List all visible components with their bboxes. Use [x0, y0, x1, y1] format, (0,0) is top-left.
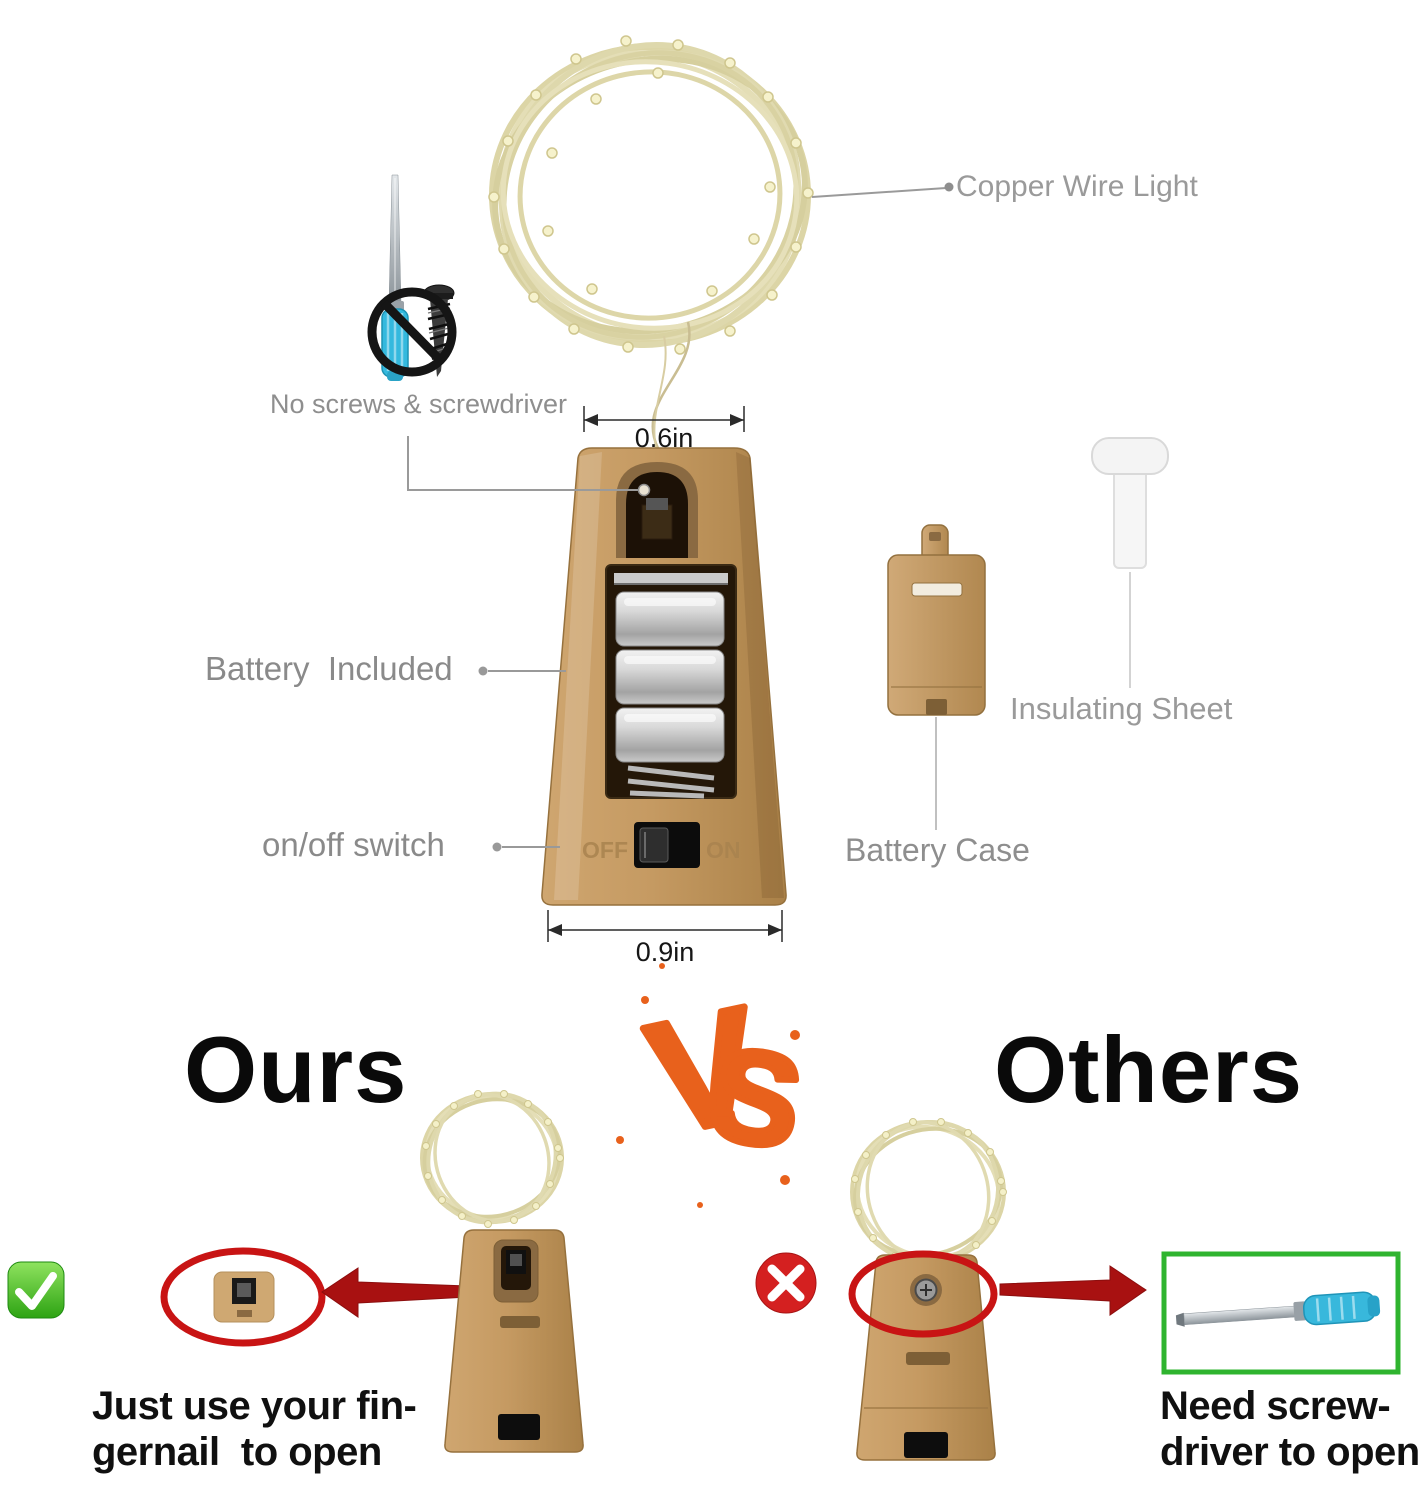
- ours-caption-line1: Just use your fin-: [92, 1384, 417, 1428]
- ours-caption-line2: gernail to open: [92, 1429, 382, 1474]
- copper-wire-coil: [488, 35, 814, 355]
- battery-stack: [615, 591, 725, 763]
- red-ellipse-ours: [160, 1247, 326, 1347]
- check-icon: [7, 1261, 65, 1319]
- battery-glint: [624, 598, 716, 606]
- spring-coil: [627, 765, 715, 799]
- x-icon: [755, 1252, 817, 1314]
- ours-cork: [444, 1229, 584, 1453]
- others-switch-hole: [904, 1432, 948, 1458]
- ours-wire-coil: [420, 1090, 564, 1228]
- switch-on-marking: ON: [706, 837, 741, 863]
- leader-battery-included: [478, 666, 566, 676]
- others-caption: Need screw- driver to open: [1160, 1384, 1420, 1475]
- switch-knob: [639, 827, 669, 863]
- small-screwdriver-icon: [1175, 1291, 1381, 1327]
- insulating-sheet-label: Insulating Sheet: [1010, 691, 1233, 726]
- battery-case-illustration: [887, 524, 986, 716]
- leader-on-off-switch: [492, 842, 560, 852]
- cork-light-cutaway: OFF ON: [541, 447, 787, 906]
- screwdriver-box: [1161, 1251, 1401, 1375]
- others-cork: [856, 1254, 996, 1461]
- contact-plate: [614, 573, 728, 583]
- dimension-bottom-label: 0.9in: [635, 937, 695, 967]
- dimension-top: [583, 406, 745, 432]
- screwdriver-icon: [381, 174, 409, 381]
- no-symbol-icon: [367, 287, 457, 377]
- cork-highlight: [554, 452, 602, 900]
- battery-case-label: Battery Case: [845, 832, 1030, 868]
- others-heading: Others: [994, 1017, 1303, 1122]
- arrow-right-icon: [999, 1265, 1147, 1316]
- led-lights: [488, 35, 814, 355]
- ours-caption: Just use your fin- gernail to open: [92, 1384, 417, 1475]
- on-off-switch: OFF ON: [582, 822, 741, 868]
- leader-no-screws: [407, 436, 651, 497]
- others-caption-line2: driver to open: [1160, 1429, 1420, 1474]
- led-lights: [422, 1090, 564, 1228]
- vs-graffiti: V S: [616, 963, 814, 1208]
- on-off-switch-label: on/off switch: [262, 826, 445, 863]
- ours-switch-hole: [498, 1414, 540, 1440]
- dimension-bottom: [547, 910, 783, 942]
- battery-included-label: Battery Included: [205, 650, 453, 687]
- latch-closeup: [213, 1271, 275, 1323]
- others-caption-line1: Need screw-: [1160, 1384, 1391, 1428]
- battery-glint: [624, 656, 716, 664]
- vs-splatter: [616, 963, 800, 1208]
- dimension-top-label: 0.6in: [634, 423, 694, 453]
- latch-clip: [641, 504, 673, 540]
- red-ellipse-others: [848, 1250, 998, 1338]
- switch-off-marking: OFF: [582, 837, 628, 863]
- wire-tail-2: [653, 335, 667, 449]
- latch-clip-tab: [646, 498, 668, 510]
- leader-copper-wire: [811, 182, 954, 198]
- ours-heading: Ours: [184, 1017, 408, 1122]
- cork-shadow: [736, 452, 784, 898]
- no-screws-label: No screws & screwdriver: [270, 389, 568, 419]
- arrow-left-icon: [321, 1267, 469, 1318]
- wire-tail: [651, 321, 691, 449]
- copper-wire-light-label: Copper Wire Light: [956, 170, 1198, 203]
- insulating-sheet-illustration: [1091, 437, 1169, 569]
- battery-glint: [624, 714, 716, 722]
